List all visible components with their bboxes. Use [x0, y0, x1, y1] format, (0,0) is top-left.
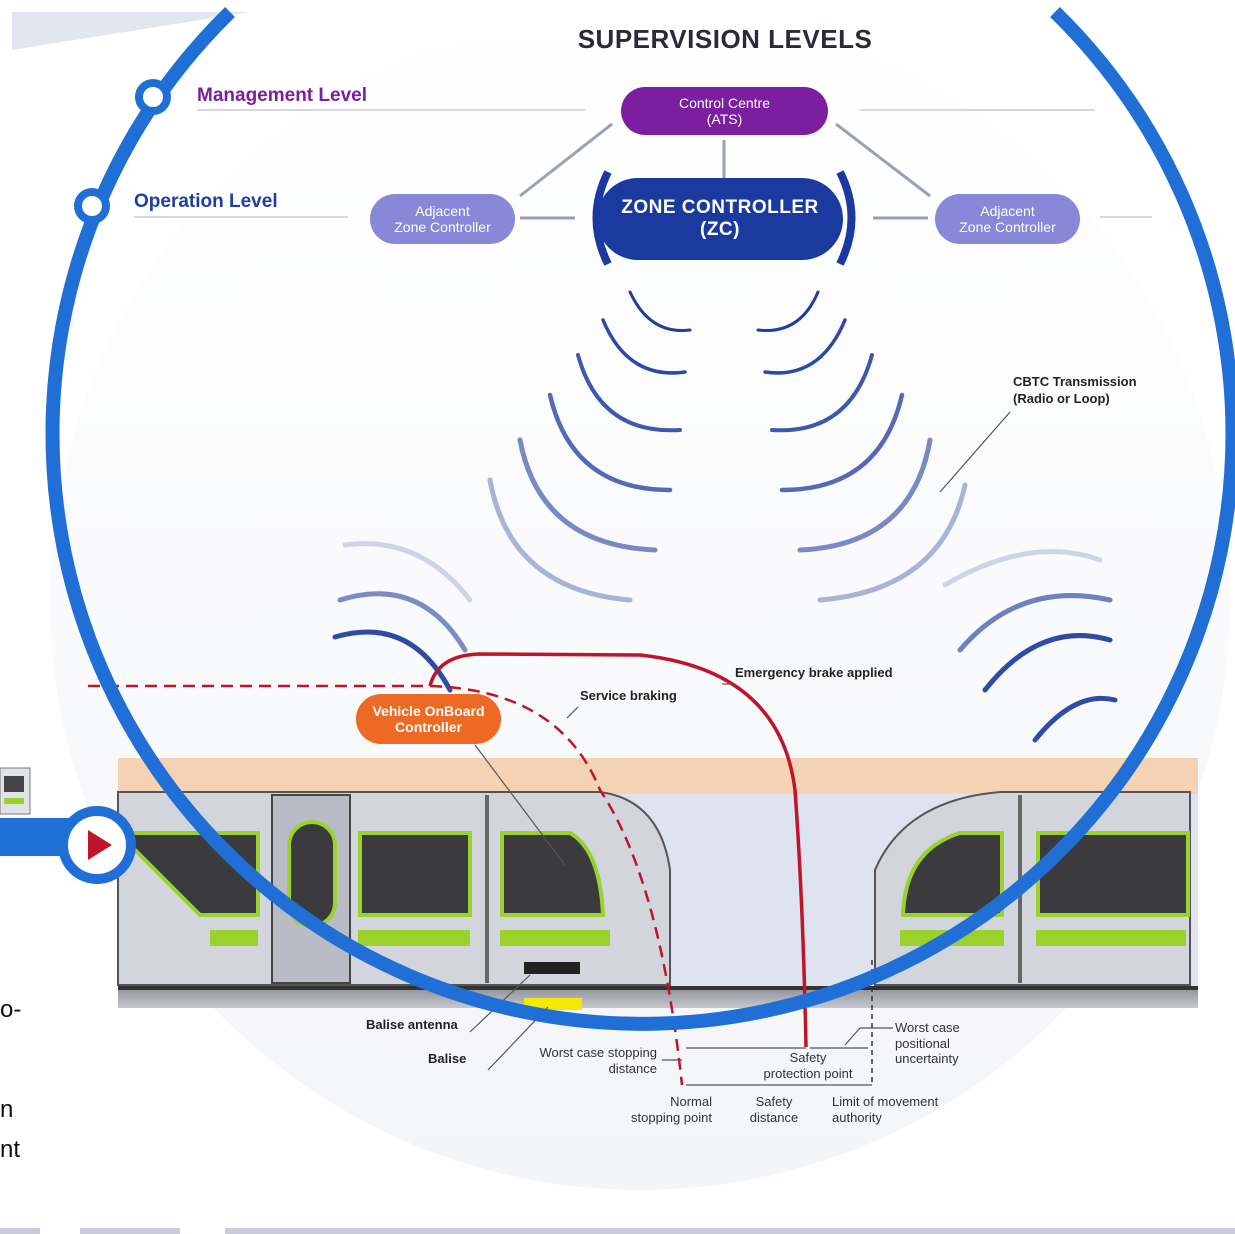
side-panel [0, 1040, 220, 1190]
vehicle-onboard-controller-box: Vehicle OnBoard Controller [356, 694, 501, 744]
adjacent-zone-controller-left: Adjacent Zone Controller [370, 194, 515, 244]
play-icon [88, 830, 112, 860]
safety-protection-point-label: Safety protection point [763, 1050, 853, 1081]
emergency-brake-label: Emergency brake applied [735, 665, 893, 680]
management-level-node [135, 79, 171, 115]
side-text-1: o- [0, 996, 22, 1023]
limit-of-movement-authority-label: Limit of movement authority [832, 1094, 939, 1125]
radio-waves [332, 290, 1118, 743]
operation-level-node [74, 188, 110, 224]
zone-controller-box: ZONE CONTROLLER (ZC) [597, 178, 843, 260]
normal-stopping-point-label: Normal stopping point [631, 1094, 712, 1125]
cbtc-transmission-label: CBTC Transmission (Radio or Loop) [1013, 374, 1137, 406]
balise-antenna-label: Balise antenna [366, 1017, 458, 1032]
side-text-3: nt [0, 1136, 21, 1163]
train-left [113, 791, 671, 986]
corner-decoration [12, 12, 250, 50]
balise-label: Balise [428, 1051, 467, 1066]
balise-marker [524, 998, 582, 1010]
service-braking-label: Service braking [580, 688, 677, 703]
bottom-strip [0, 1228, 1235, 1234]
management-level-label: Management Level [197, 85, 367, 106]
rail [118, 986, 1198, 990]
worst-case-positional-label: Worst case positional uncertainty [895, 1020, 960, 1067]
hierarchy-lines [134, 109, 1152, 266]
safety-distance-label: Safety distance [749, 1094, 799, 1125]
diagram-title: SUPERVISION LEVELS [577, 24, 873, 54]
supervision-frame [45, 7, 1235, 1031]
control-centre-box: Control Centre (ATS) [621, 87, 828, 135]
worst-case-stopping-label: Worst case stopping distance [539, 1045, 657, 1076]
track [118, 986, 1198, 1008]
side-text-2: n [0, 1096, 14, 1123]
adjacent-zone-controller-right: Adjacent Zone Controller [935, 194, 1080, 244]
platform-band [118, 758, 1198, 794]
operation-level-label: Operation Level [134, 191, 278, 212]
